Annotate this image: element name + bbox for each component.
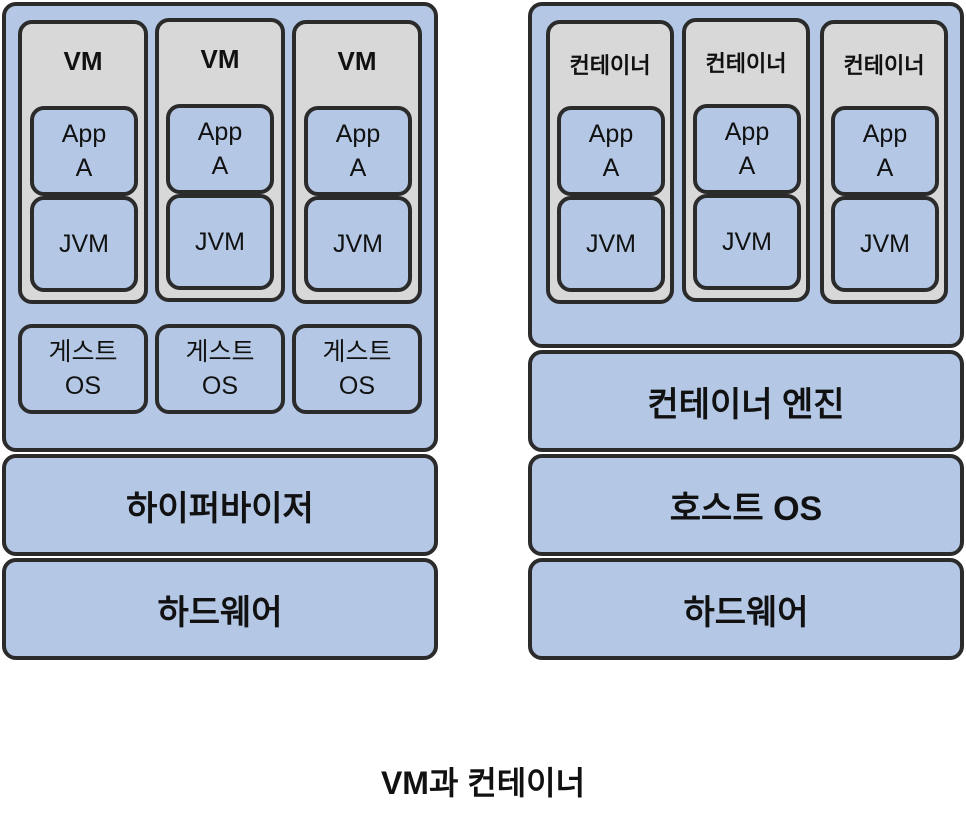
jvm-box: JVM	[557, 196, 665, 292]
host-os-layer: 호스트 OS	[528, 454, 964, 556]
vm-title: VM	[63, 46, 103, 76]
jvm-box: JVM	[693, 194, 801, 290]
guest-os-box: 게스트 OS	[292, 324, 422, 414]
hardware-layer: 하드웨어	[2, 558, 438, 660]
container-title: 컨테이너	[705, 51, 787, 76]
hypervisor-layer: 하이퍼바이저	[2, 454, 438, 556]
vm-title: VM	[337, 46, 377, 76]
jvm-box: JVM	[304, 196, 412, 292]
guest-os-box: 게스트 OS	[155, 324, 285, 414]
app-box: App A	[30, 106, 138, 196]
diagram-caption: VM과 컨테이너	[380, 765, 586, 801]
app-box: App A	[304, 106, 412, 196]
app-box: App A	[166, 104, 274, 194]
container-title: 컨테이너	[569, 53, 651, 78]
app-box: App A	[693, 104, 801, 194]
jvm-box: JVM	[831, 196, 939, 292]
guest-os-box: 게스트 OS	[18, 324, 148, 414]
container-engine-layer: 컨테이너 엔진	[528, 350, 964, 452]
app-box: App A	[557, 106, 665, 196]
jvm-box: JVM	[166, 194, 274, 290]
jvm-box: JVM	[30, 196, 138, 292]
vm-title: VM	[200, 44, 240, 74]
hardware-layer: 하드웨어	[528, 558, 964, 660]
container-title: 컨테이너	[843, 53, 925, 78]
app-box: App A	[831, 106, 939, 196]
